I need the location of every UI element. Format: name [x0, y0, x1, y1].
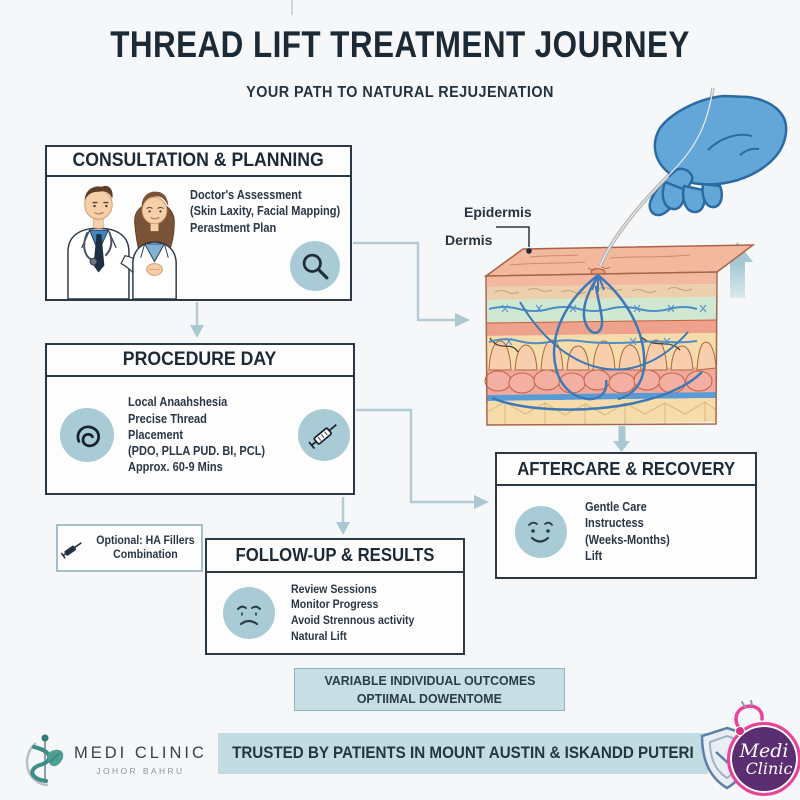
followup-title: FOLLOW-UP & RESULTS — [207, 540, 463, 573]
followup-line: Review Sessions — [291, 581, 377, 596]
aftercare-line: Gentle Care — [585, 500, 647, 514]
syringe-icon — [60, 541, 82, 559]
consultation-line: (Skin Laxity, Facial Mapping) — [190, 204, 341, 219]
stethoscope-icon — [734, 700, 764, 736]
trust-text: TRUSTED BY PATIENTS IN MOUNT AUSTIN & IS… — [232, 744, 694, 762]
epidermis-label: Epidermis — [464, 204, 532, 220]
badge-text: Clinic — [745, 758, 793, 778]
consultation-line: Doctor's Assessment — [190, 188, 302, 202]
aftercare-title: AFTERCARE & RECOVERY — [497, 454, 755, 486]
consultation-panel: CONSULTATION & PLANNING — [45, 145, 352, 301]
followup-line: Avoid Strennous activity — [291, 613, 415, 627]
procedure-line: Approx. 60-9 Mins — [128, 460, 223, 475]
followup-panel: FOLLOW-UP & RESULTS Review Sessions Moni… — [205, 538, 465, 655]
banner-line: VARIABLE INDIVIDUAL OUTCOMES — [324, 672, 535, 688]
skin-cross-section — [483, 244, 756, 426]
epidermis-leader-line — [496, 226, 532, 254]
smile-face-icon — [515, 505, 567, 558]
caduceus-leaf-icon — [25, 734, 64, 787]
page-title: THREAD LIFT TREATMENT JOURNEY — [110, 24, 690, 65]
procedure-line: Local Anaahshesia — [128, 395, 228, 410]
aftercare-line: (Weeks-Months) — [585, 532, 670, 547]
page-subtitle: YOUR PATH TO NATURAL REJUJENATION — [246, 84, 554, 101]
aftercare-panel: AFTERCARE & RECOVERY Gentle Care Instruc… — [495, 452, 757, 579]
procedure-title: PROCEDURE DAY — [47, 345, 353, 377]
procedure-line: Placement — [128, 427, 184, 442]
badge-text: Medi — [739, 739, 789, 762]
calm-face-icon — [223, 587, 275, 639]
procedure-line: (PDO, PLLA PUD. BI, PCL) — [128, 444, 266, 459]
optional-fillers-box: Optional: HA Fillers Combination — [56, 524, 203, 572]
clinic-location: JOHOR BAHRU — [96, 766, 185, 776]
magnifier-icon — [290, 241, 340, 291]
consultation-line: Perastment Plan — [190, 220, 277, 235]
followup-line: Natural Lift — [291, 628, 347, 643]
clinic-name: MEDI CLINIC — [74, 744, 207, 762]
followup-line: Monitor Progress — [291, 597, 379, 612]
optional-line: Combination — [113, 549, 178, 561]
aftercare-line: Instructess — [585, 516, 644, 531]
gloved-hand — [648, 94, 788, 217]
consultation-title: CONSULTATION & PLANNING — [47, 147, 350, 177]
doctors-illustration — [67, 185, 177, 299]
flow-connectors — [195, 241, 474, 522]
dermis-label: Dermis — [445, 232, 493, 248]
thread-loops — [491, 273, 703, 411]
trust-banner: TRUSTED BY PATIENTS IN MOUNT AUSTIN & IS… — [218, 733, 708, 774]
procedure-panel: PROCEDURE DAY Local Anaahshesia Precise … — [45, 343, 355, 495]
flow-arrowheads — [190, 313, 630, 535]
decorative-top-line — [291, 0, 293, 15]
banner-line: OPTIIMAL DOWENTOME — [356, 690, 502, 706]
thread-spiral-icon — [60, 408, 114, 462]
clinic-logo: MEDI CLINIC JOHOR BAHRU — [22, 733, 207, 787]
syringe-icon — [297, 409, 350, 461]
optional-line: Optional: HA Fillers — [96, 534, 195, 547]
outcome-banner: VARIABLE INDIVIDUAL OUTCOMES OPTIIMAL DO… — [294, 668, 565, 711]
aftercare-line: Lift — [585, 548, 603, 563]
procedure-line: Precise Thread — [128, 411, 207, 426]
